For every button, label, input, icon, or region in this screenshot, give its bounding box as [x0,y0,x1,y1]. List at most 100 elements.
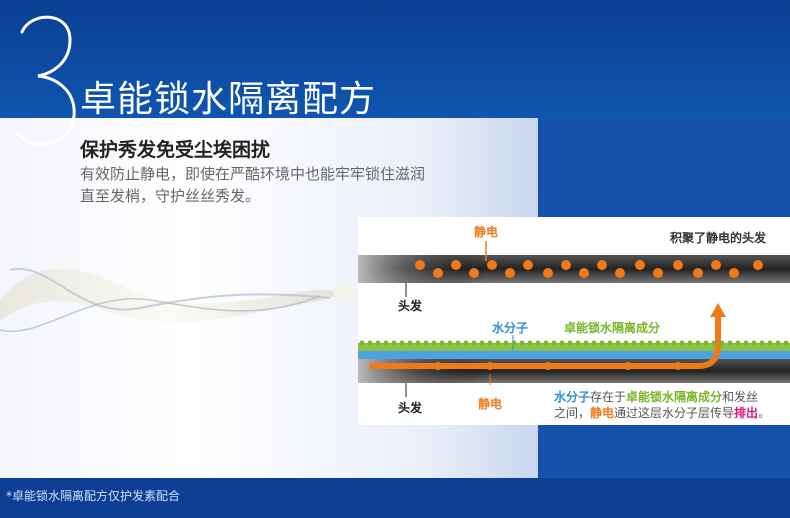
label-isolation-ingredient: 卓能锁水隔离成分 [564,321,661,335]
static-particle [415,260,425,270]
static-particle [487,260,497,270]
static-particle [469,268,479,278]
ingredient-particle [559,340,565,346]
label-water-molecule: 水分子 [492,321,529,335]
ingredient-particle [711,340,717,346]
static-particle-flow [434,362,442,370]
ingredient-particle [591,340,597,346]
ingredient-particle [631,340,637,346]
static-particle [653,268,663,278]
static-particle [523,260,533,270]
static-particle [693,268,703,278]
ingredient-particle [783,340,789,346]
ingredient-particle [439,340,445,346]
static-particle [579,268,589,278]
ingredient-particle [367,340,373,346]
static-particle [673,260,683,270]
caption-static: 静电 [590,406,615,420]
caption-text-4: 通过这层水分子层传导 [614,406,735,420]
ingredient-particle [615,340,621,346]
static-particle [505,268,515,278]
ingredient-particle [471,340,477,346]
static-particle [597,260,607,270]
ingredient-particle [511,340,517,346]
label-static-top: 静电 [474,225,499,239]
static-particle-flow [674,362,682,370]
static-particle [729,268,739,278]
ingredient-particle [655,340,661,346]
subtitle: 保护秀发免受尘埃困扰 [80,139,271,161]
ingredient-particle [623,340,629,346]
ingredient-particle [519,340,525,346]
ingredient-particle [487,340,493,346]
ingredient-particle [759,340,765,346]
description-line-2: 直至发梢，守护丝丝秀发。 [80,187,261,205]
static-particle [433,268,443,278]
label-static-bottom: 静电 [478,397,503,411]
ingredient-particle [775,340,781,346]
ingredient-particle [767,340,773,346]
label-hair-top: 头发 [398,299,423,313]
ingredient-particle [639,340,645,346]
caption-text-5: 。 [758,406,771,420]
label-hair-bottom: 头发 [398,401,423,415]
ingredient-particle [583,340,589,346]
ingredient-particle [527,340,533,346]
ingredient-particle [687,340,693,346]
static-particle [543,268,553,278]
caption-discharge: 排出 [734,406,759,420]
ingredient-particle [375,340,381,346]
ingredient-particle [671,340,677,346]
caption-text-3: 之间， [554,406,591,420]
caption-water: 水分子 [554,390,591,404]
step-number-three [16,15,76,146]
ingredient-particle [535,340,541,346]
static-particle [451,260,461,270]
title-divider [80,124,380,125]
ingredient-particle [599,340,605,346]
footnote: *卓能锁水隔离配方仅护发素配合 [6,489,181,503]
ingredient-particle [735,340,741,346]
water-layer [358,351,790,359]
ingredient-particle [399,340,405,346]
ingredient-particle [575,340,581,346]
static-flow-arrow [370,315,721,369]
label-static-hair: 积聚了静电的头发 [670,231,767,245]
ingredient-particle [383,340,389,346]
ingredient-particle [391,340,397,346]
static-particle-flow [624,362,632,370]
diagram-caption: 水分子存在于卓能锁水隔离成分和发丝 之间，静电通过这层水分子层传导排出。 [554,389,770,421]
ingredient-particle [415,340,421,346]
ingredient-particle [607,340,613,346]
ingredient-particle [455,340,461,346]
ingredient-particle [695,340,701,346]
isolation-layer [358,343,790,351]
ingredient-particle [543,340,549,346]
ingredient-particle [727,340,733,346]
ingredient-particle [679,340,685,346]
static-particle [615,268,625,278]
static-particle-flow [544,362,552,370]
ingredient-particle [551,340,557,346]
ingredient-particle [495,340,501,346]
ingredient-particle [719,340,725,346]
ingredient-particle [423,340,429,346]
footer-background [0,478,790,518]
conditioner-splash-image [0,267,354,333]
page-title: 卓能锁水隔离配方 [80,79,377,120]
static-particle [635,260,645,270]
ingredient-particle [463,340,469,346]
static-particle-flow [486,362,494,370]
static-particle [561,260,571,270]
static-particle [711,260,721,270]
static-particle [753,260,763,270]
ingredient-particle [663,340,669,346]
ingredient-particle [503,340,509,346]
caption-text-1: 存在于 [590,390,627,404]
ingredient-particle [647,340,653,346]
caption-text-2: 和发丝 [722,390,759,404]
ingredient-particle [743,340,749,346]
ingredient-particle [703,340,709,346]
description-line-1: 有效防止静电，即使在严酷环境中也能牢牢锁住滋润 [80,165,426,183]
static-particles [359,260,789,370]
